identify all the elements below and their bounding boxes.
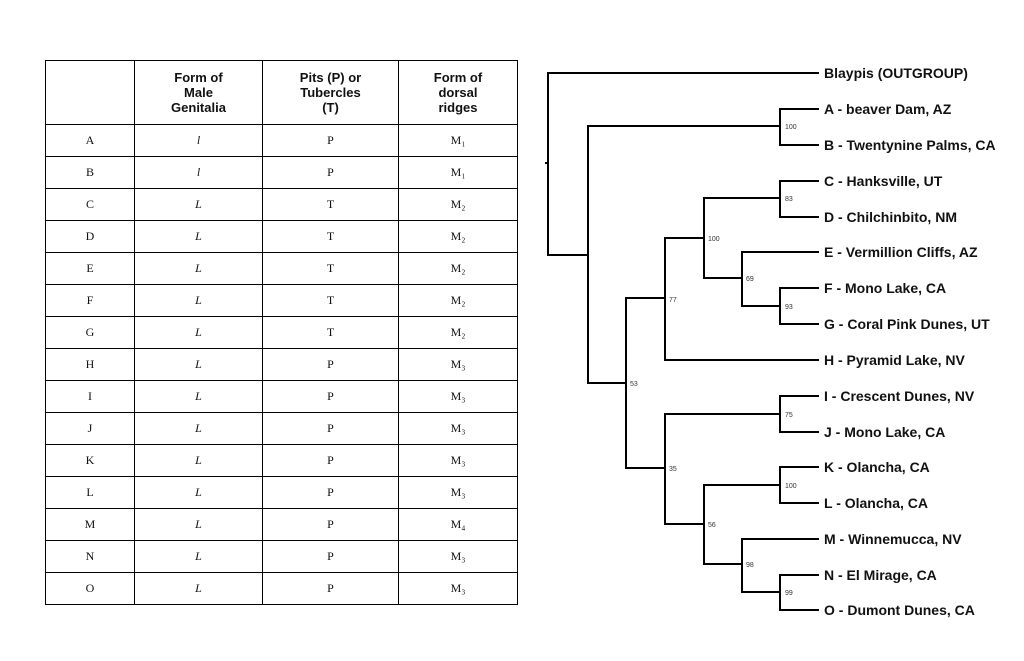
taxon-cell: A [45,124,135,157]
taxon-cell: K [45,444,135,477]
tip-label: L - Olancha, CA [824,495,928,511]
taxon-cell: F [45,284,135,317]
support-value: 99 [785,590,793,597]
dorsal-ridges-cell: M₃ [398,412,518,445]
support-value: 100 [708,236,720,243]
support-value: 98 [746,562,754,569]
dorsal-ridges-cell: M₃ [398,572,518,605]
dorsal-ridges-cell: M₂ [398,220,518,253]
tip-label: G - Coral Pink Dunes, UT [824,316,990,332]
header-taxon [45,60,135,125]
pits-tubercles-cell: T [262,220,399,253]
support-value: 100 [785,124,797,131]
tip-label: D - Chilchinbito, NM [824,209,957,225]
support-value: 35 [669,466,677,473]
support-value: 75 [785,412,793,419]
tip-label: A - beaver Dam, AZ [824,101,952,117]
taxon-cell: D [45,220,135,253]
dorsal-ridges-cell: M₃ [398,476,518,509]
genitalia-cell: L [134,284,263,317]
genitalia-cell: L [134,572,263,605]
tip-label: N - El Mirage, CA [824,567,937,583]
genitalia-cell: l [134,156,263,189]
taxon-cell: O [45,572,135,605]
header-pits-tubercles: Pits (P) or Tubercles (T) [262,60,399,125]
tip-label: F - Mono Lake, CA [824,280,946,296]
support-value: 77 [669,297,677,304]
tip-label: C - Hanksville, UT [824,173,943,189]
pits-tubercles-cell: T [262,284,399,317]
tip-label: K - Olancha, CA [824,459,930,475]
dorsal-ridges-cell: M₃ [398,380,518,413]
dorsal-ridges-cell: M₂ [398,316,518,349]
support-value: 83 [785,196,793,203]
tip-label: E - Vermillion Cliffs, AZ [824,244,978,260]
genitalia-cell: L [134,252,263,285]
pits-tubercles-cell: P [262,508,399,541]
pits-tubercles-cell: P [262,348,399,381]
dorsal-ridges-cell: M₃ [398,540,518,573]
character-table-container: Form of Male Genitalia Pits (P) or Tuber… [45,60,518,605]
tip-label: O - Dumont Dunes, CA [824,602,975,618]
genitalia-cell: l [134,124,263,157]
tip-label: J - Mono Lake, CA [824,424,945,440]
genitalia-cell: L [134,508,263,541]
dorsal-ridges-cell: M₁ [398,156,518,189]
tip-label: B - Twentynine Palms, CA [824,137,996,153]
pits-tubercles-cell: P [262,444,399,477]
outgroup-label: Blaypis (OUTGROUP) [824,65,968,81]
tip-label: M - Winnemucca, NV [824,531,962,547]
taxon-cell: C [45,188,135,221]
tree-branches [545,72,819,611]
support-value: 69 [746,276,754,283]
tree-support-values: 100 83 100 69 93 77 53 75 35 100 56 98 99 [630,124,797,597]
character-table: Form of Male Genitalia Pits (P) or Tuber… [45,60,518,605]
dorsal-ridges-cell: M₃ [398,348,518,381]
support-value: 53 [630,381,638,388]
tip-label: I - Crescent Dunes, NV [824,388,975,404]
pits-tubercles-cell: P [262,156,399,189]
pits-tubercles-cell: T [262,188,399,221]
dorsal-ridges-cell: M₂ [398,188,518,221]
support-value: 100 [785,483,797,490]
pits-tubercles-cell: P [262,572,399,605]
tip-label: H - Pyramid Lake, NV [824,352,965,368]
dorsal-ridges-cell: M₄ [398,508,518,541]
pits-tubercles-cell: P [262,412,399,445]
support-value: 56 [708,522,716,529]
support-value: 93 [785,304,793,311]
tree-tip-labels: Blaypis (OUTGROUP) A - beaver Dam, AZ B - … [824,65,996,618]
